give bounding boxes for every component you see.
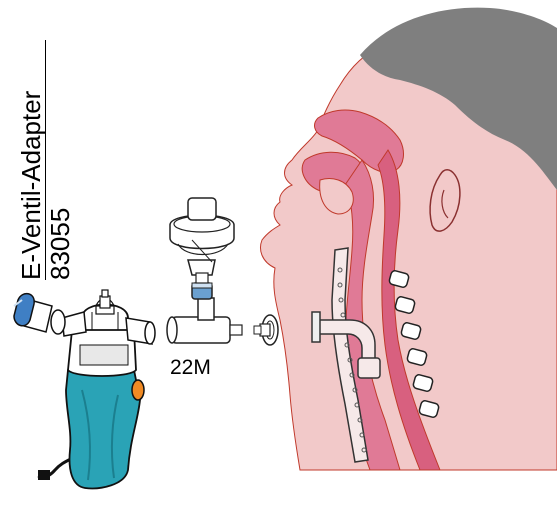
nebulizer-device-icon	[14, 290, 155, 488]
blue-adapter	[14, 294, 65, 334]
product-code-label: 83055	[47, 208, 73, 280]
connector-label: 22M	[170, 356, 211, 380]
filter-icon	[170, 198, 234, 299]
device-body	[66, 369, 140, 489]
t-piece-icon	[167, 298, 242, 343]
valve-icon	[254, 315, 278, 345]
power-button	[132, 380, 144, 400]
head-cross-section	[261, 8, 557, 470]
product-name-label: E-Ventil-Adapter	[18, 91, 44, 280]
